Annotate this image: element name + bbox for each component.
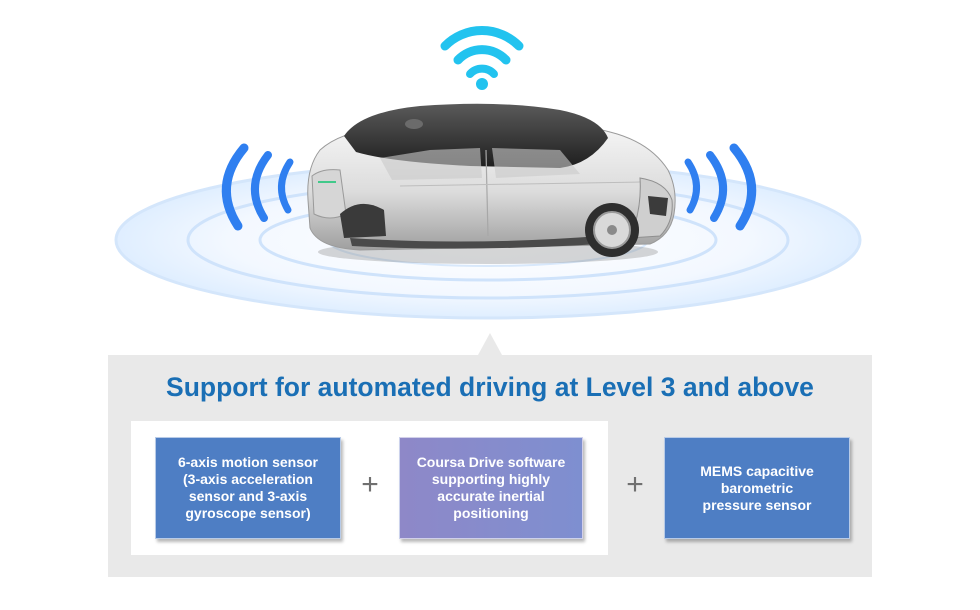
box-line: supporting highly [431, 471, 551, 487]
box-line: MEMS capacitive [700, 462, 814, 479]
radar-wave-left-icon [221, 143, 294, 231]
software-box: Coursa Drive software supporting highly … [399, 437, 583, 539]
box-line: barometric [720, 479, 794, 496]
car-illustration [307, 103, 676, 264]
box-line: pressure sensor [702, 496, 812, 513]
box-line: sensor and 3-axis [188, 488, 308, 504]
box-line: (3-axis acceleration [183, 471, 313, 487]
box-line: gyroscope sensor) [185, 505, 311, 521]
car-sensor-illustration [114, 26, 862, 320]
plus-operator: + [361, 468, 379, 501]
wifi-icon [440, 26, 524, 90]
box-line: Coursa Drive software [416, 454, 566, 470]
box-line: accurate inertial [437, 488, 545, 504]
callout-pointer [478, 333, 502, 355]
motion-sensor-box: 6-axis motion sensor (3-axis acceleratio… [155, 437, 341, 539]
box-line: positioning [453, 505, 529, 521]
box-line: 6-axis motion sensor [177, 454, 319, 470]
radar-wave-right-icon [684, 143, 757, 231]
pressure-sensor-box: MEMS capacitive barometric pressure sens… [664, 437, 850, 539]
headline: Support for automated driving at Level 3… [166, 372, 814, 402]
plus-operator: + [626, 468, 644, 501]
